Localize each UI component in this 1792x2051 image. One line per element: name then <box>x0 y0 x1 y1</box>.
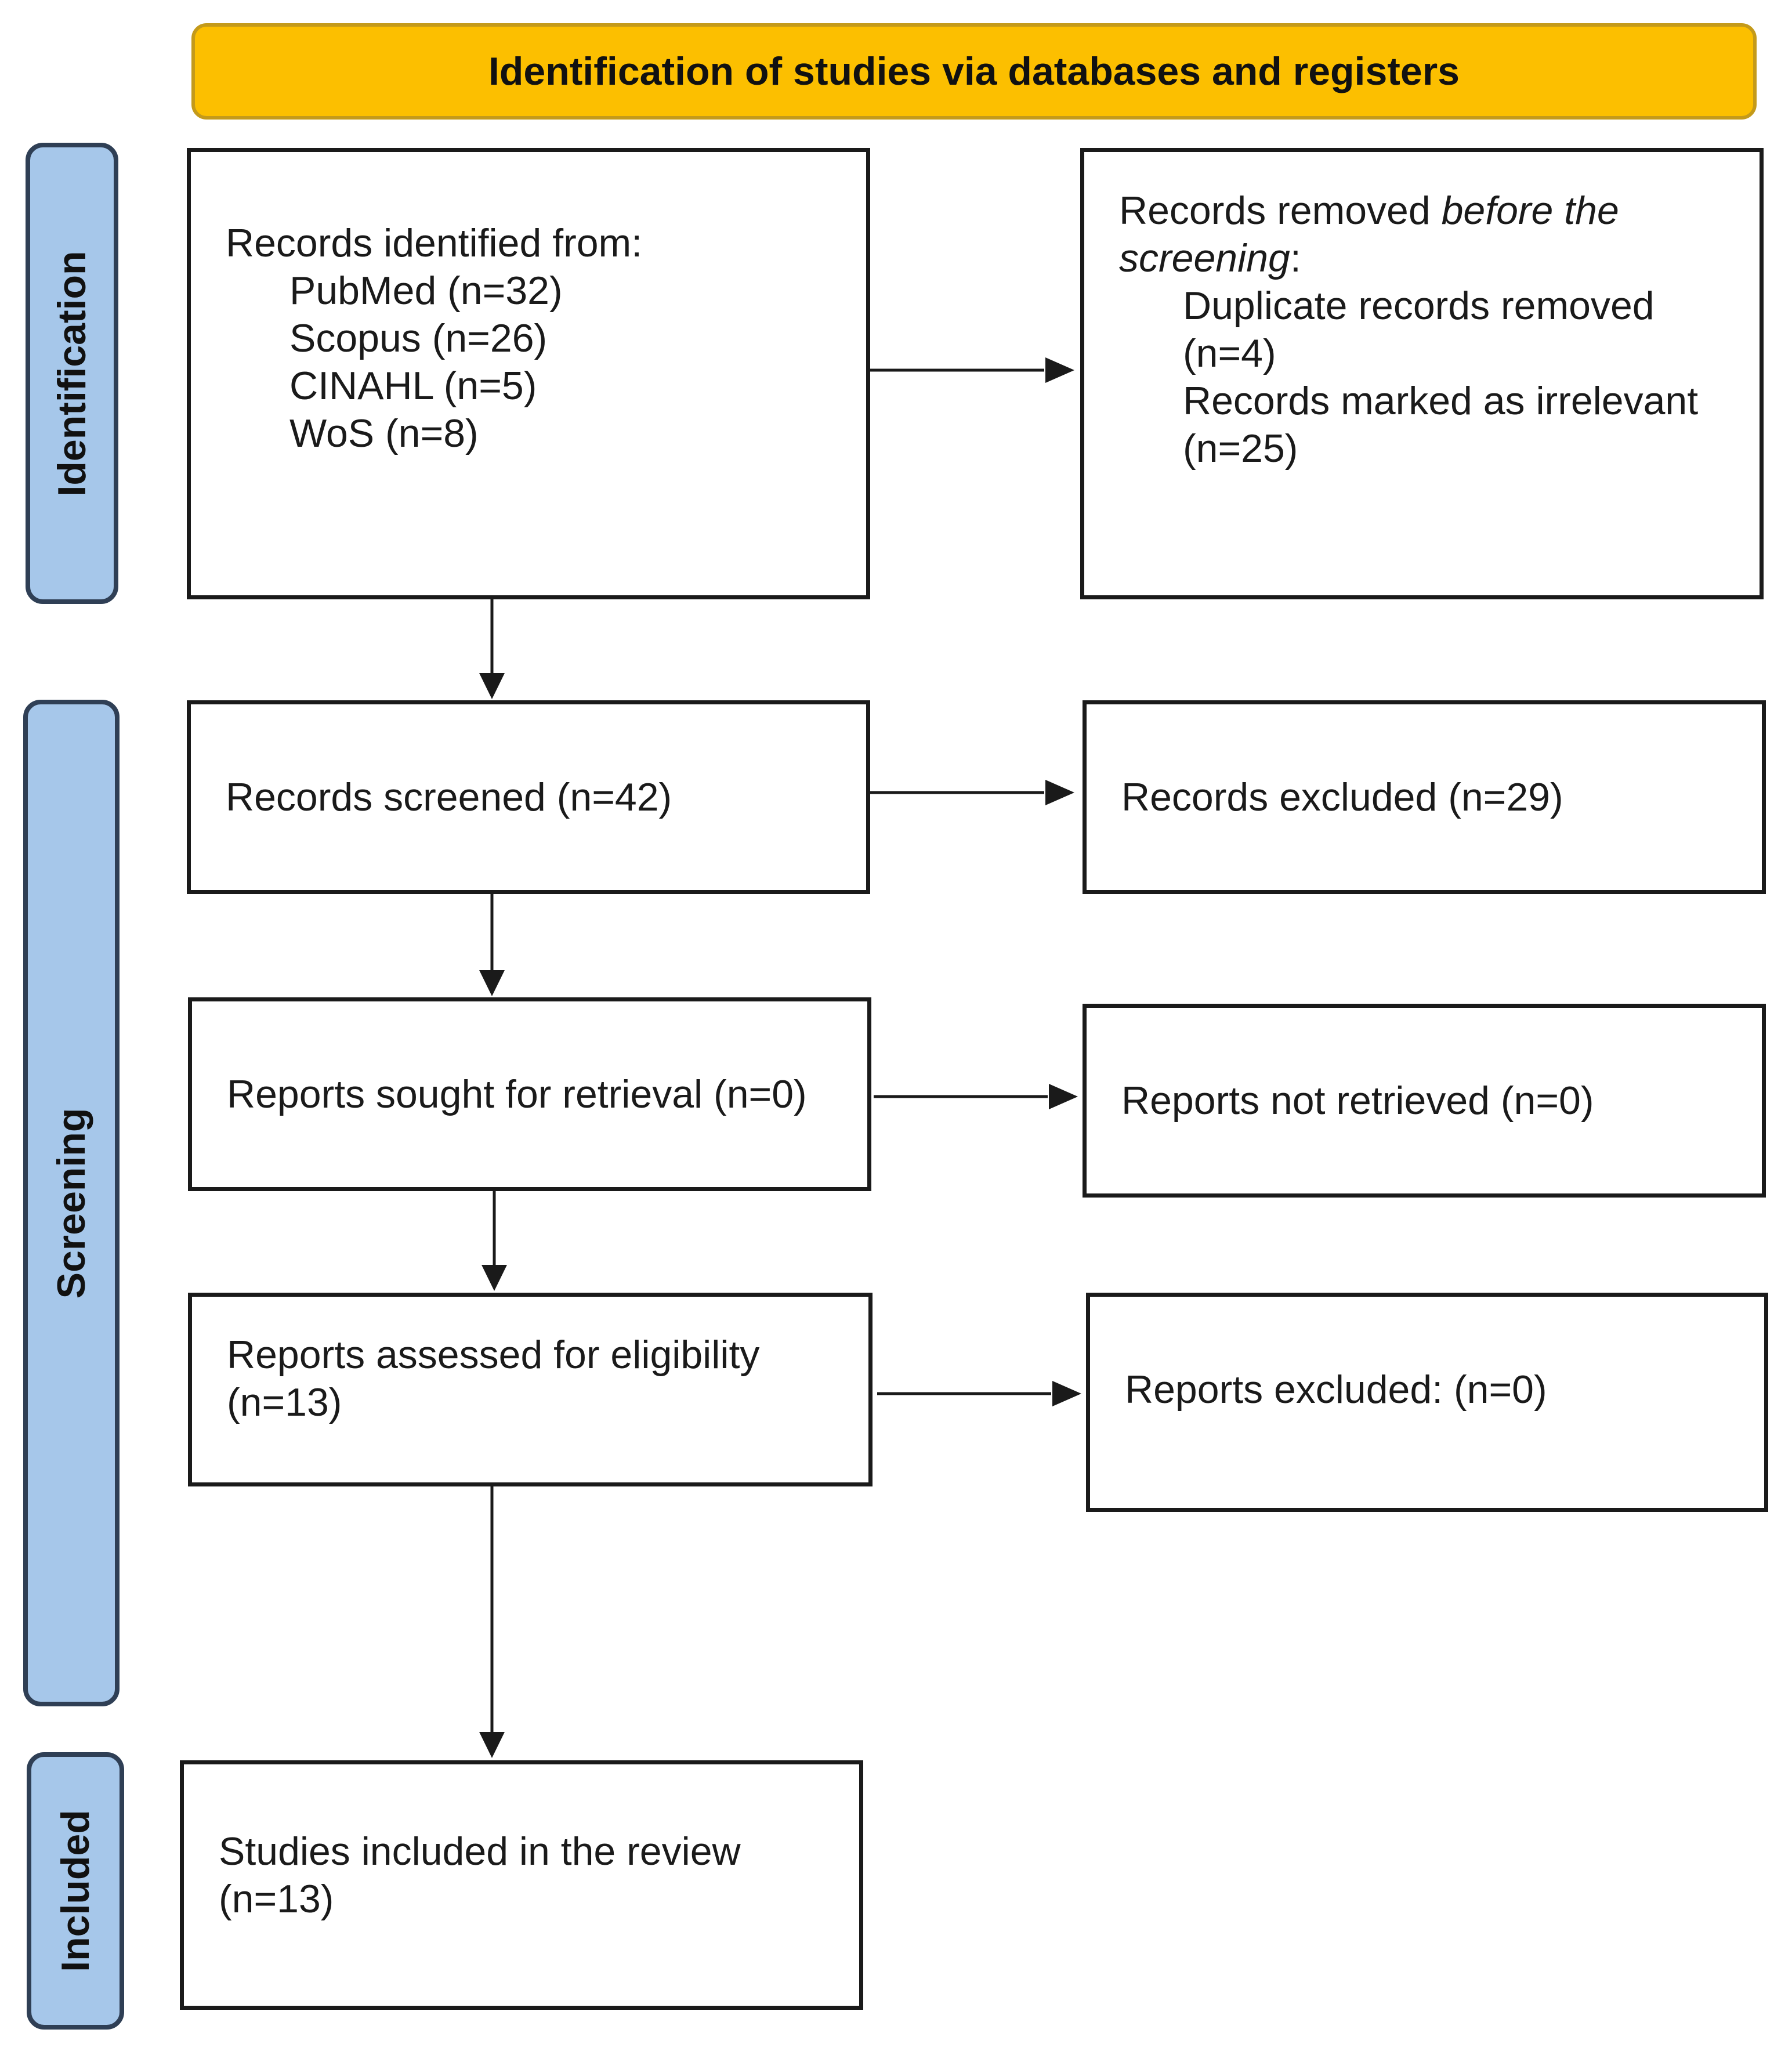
studies-included-line1: Studies included in the review <box>219 1829 741 1874</box>
phase-identification: Identification <box>26 143 118 604</box>
phase-included-label: Included <box>53 1810 97 1972</box>
records-removed-heading-italic-1: before the <box>1441 188 1619 233</box>
irrelevant-label: Records marked as irrelevant <box>1183 378 1699 423</box>
reports-sought-text: Reports sought for retrieval (n=0) <box>227 1072 807 1116</box>
reports-excluded-box: Reports excluded: (n=0) <box>1086 1293 1768 1512</box>
source-wos: WoS (n=8) <box>289 411 479 455</box>
records-removed-heading-italic-2: screening <box>1119 236 1290 280</box>
records-removed-heading-suffix: : <box>1290 236 1301 280</box>
reports-not-retrieved-text: Reports not retrieved (n=0) <box>1121 1079 1594 1123</box>
records-screened-text: Records screened (n=42) <box>226 775 672 819</box>
arrowhead-identified-to-removed <box>1045 357 1074 383</box>
phase-identification-label: Identification <box>50 250 94 497</box>
arrowhead-screened-to-sought <box>479 970 505 996</box>
arrowhead-screened-to-excluded <box>1045 780 1074 805</box>
arrowhead-sought-to-assessed <box>482 1265 507 1291</box>
arrowhead-assessed-to-excluded <box>1052 1381 1081 1406</box>
records-identified-box: Records identified from: PubMed (n=32) S… <box>187 148 870 599</box>
records-excluded-text: Records excluded (n=29) <box>1121 775 1563 819</box>
reports-assessed-line1: Reports assessed for eligibility <box>227 1332 760 1377</box>
phase-screening-label: Screening <box>49 1108 93 1298</box>
studies-included-box: Studies included in the review (n=13) <box>180 1760 863 2010</box>
arrowhead-assessed-to-included <box>479 1732 505 1758</box>
irrelevant-count: (n=25) <box>1183 426 1298 471</box>
reports-assessed-box: Reports assessed for eligibility (n=13) <box>188 1293 873 1486</box>
studies-included-line2: (n=13) <box>219 1877 334 1922</box>
reports-assessed-line2: (n=13) <box>227 1380 342 1424</box>
records-removed-heading: Records removed before the <box>1119 187 1736 234</box>
phase-screening: Screening <box>23 700 120 1706</box>
records-excluded-box: Records excluded (n=29) <box>1083 700 1766 894</box>
records-removed-box: Records removed before the screening: Du… <box>1080 148 1764 599</box>
records-screened-box: Records screened (n=42) <box>187 700 870 894</box>
header-banner: Identification of studies via databases … <box>191 23 1757 120</box>
duplicates-count: (n=4) <box>1183 331 1276 375</box>
duplicates-label: Duplicate records removed <box>1183 283 1655 328</box>
source-cinahl: CINAHL (n=5) <box>289 363 537 408</box>
arrowhead-identified-to-screened <box>479 673 505 699</box>
records-identified-heading: Records identified from: <box>226 220 643 265</box>
header-title: Identification of studies via databases … <box>488 49 1460 93</box>
reports-not-retrieved-box: Reports not retrieved (n=0) <box>1083 1004 1766 1198</box>
records-removed-heading-line2: screening: <box>1119 234 1736 282</box>
records-removed-heading-prefix: Records removed <box>1119 188 1442 233</box>
source-scopus: Scopus (n=26) <box>289 316 548 360</box>
source-pubmed: PubMed (n=32) <box>289 268 563 313</box>
reports-sought-box: Reports sought for retrieval (n=0) <box>188 997 871 1191</box>
reports-excluded-text: Reports excluded: (n=0) <box>1125 1368 1547 1412</box>
arrowhead-sought-to-not-retrieved <box>1049 1084 1078 1109</box>
phase-included: Included <box>27 1752 124 2030</box>
